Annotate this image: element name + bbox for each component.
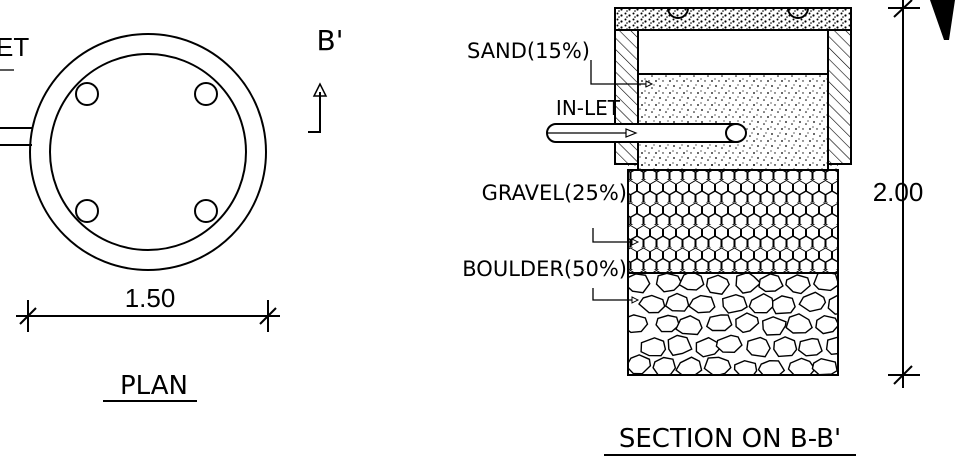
boulder-stone: [797, 337, 823, 357]
boulder-layer: [627, 272, 839, 376]
boulder-stone: [815, 314, 838, 335]
boulder-stone: [655, 273, 683, 293]
boulder-stone: [628, 314, 649, 334]
boulder-stone: [785, 313, 813, 334]
boulder-stone: [638, 294, 666, 314]
empty-chamber: [637, 29, 829, 75]
inlet-pipe-end: [725, 123, 747, 143]
outer-ring: [29, 33, 267, 271]
boulder-stone: [748, 293, 775, 314]
hole-bottom-right: [194, 199, 218, 223]
ring-wall-right: [827, 29, 852, 165]
boulder-stone: [785, 274, 811, 295]
section-height-value: 2.00: [873, 177, 924, 207]
boulder-leader-arrowhead: [631, 296, 640, 304]
hole-top-left: [75, 82, 99, 106]
boulder-stone: [695, 336, 720, 358]
boulder-stone: [688, 294, 716, 314]
section-height-dimension: 2.00: [873, 0, 924, 388]
dim-tick-top: [893, 0, 913, 18]
boulder-stone: [772, 295, 796, 315]
boulder-stone: [757, 359, 786, 375]
plan-view: ET 1.50 B' PLAN: [0, 24, 344, 402]
inlet-flow-arrowhead: [625, 128, 638, 138]
gravel-layer: [627, 169, 839, 274]
cut-marker-arrow-partial: [930, 0, 955, 40]
boulder-stone: [703, 356, 732, 375]
boulder-stone: [811, 357, 838, 375]
boulder-stone: [640, 337, 667, 357]
sand-leader-arrowhead: [645, 80, 654, 88]
section-title: SECTION ON B-B': [619, 424, 841, 454]
plan-dimension: 1.50: [16, 283, 280, 332]
dim-tick-left: [19, 307, 37, 325]
boulder-layer-outline: [627, 272, 839, 376]
boulder-stone: [715, 334, 743, 354]
boulder-stone: [812, 273, 838, 292]
cut-marker-arrowhead: [312, 82, 328, 97]
boulder-stone: [773, 336, 798, 358]
boulder-leader: [592, 288, 632, 301]
boulder-stone: [798, 291, 827, 313]
sand-layer-label: SAND(15%): [467, 39, 590, 63]
inlet-label: IN-LET: [556, 96, 621, 120]
boulder-stone: [705, 314, 733, 332]
hole-bottom-left: [75, 199, 99, 223]
plan-title: PLAN: [120, 371, 188, 401]
boulder-stone: [746, 336, 771, 358]
sand-leader: [590, 60, 646, 85]
inner-ring: [49, 53, 247, 251]
boulder-stone: [733, 359, 758, 375]
sand-layer: [637, 73, 829, 171]
cover-lift-left: [667, 7, 689, 19]
boulder-stone: [675, 356, 703, 375]
section-view: SAND(15%) IN-LET GRAVEL(25%) BOULDER(50%…: [462, 0, 955, 456]
boulder-stone: [678, 273, 705, 291]
gravel-leader-arrowhead: [631, 238, 640, 246]
boulder-stone: [787, 357, 816, 375]
cover-lift-right: [787, 7, 809, 19]
hole-top-right: [194, 82, 218, 106]
boulder-stone: [628, 273, 651, 294]
cut-marker-arrow: [308, 92, 321, 133]
boulder-stone: [761, 316, 787, 336]
boulder-stone: [705, 274, 731, 295]
boulder-stone: [758, 273, 784, 293]
boulder-stone: [825, 336, 838, 356]
boulder-stone: [735, 312, 760, 334]
sand-layer-base: [628, 164, 838, 170]
boulder-stone: [735, 273, 762, 294]
dim-tick-right: [259, 307, 277, 325]
gravel-layer-label: GRAVEL(25%): [482, 181, 627, 205]
inlet-pipe-section: [546, 123, 747, 143]
cut-marker-label: B': [317, 24, 344, 57]
boulder-stones: [628, 273, 838, 375]
boulder-layer-label: BOULDER(50%): [462, 257, 627, 281]
top-cover-slab: [614, 7, 852, 31]
boulder-stone: [667, 334, 693, 357]
inlet-label-fragment: ET: [0, 32, 29, 62]
boulder-stone: [721, 293, 748, 314]
boulder-stone: [664, 292, 690, 312]
boulder-stone: [827, 294, 838, 315]
boulder-stone: [655, 314, 681, 333]
plan-dimension-value: 1.50: [125, 283, 176, 313]
dim-tick-bottom: [893, 365, 913, 385]
boulder-stone: [675, 315, 703, 336]
gravel-leader: [592, 228, 632, 243]
